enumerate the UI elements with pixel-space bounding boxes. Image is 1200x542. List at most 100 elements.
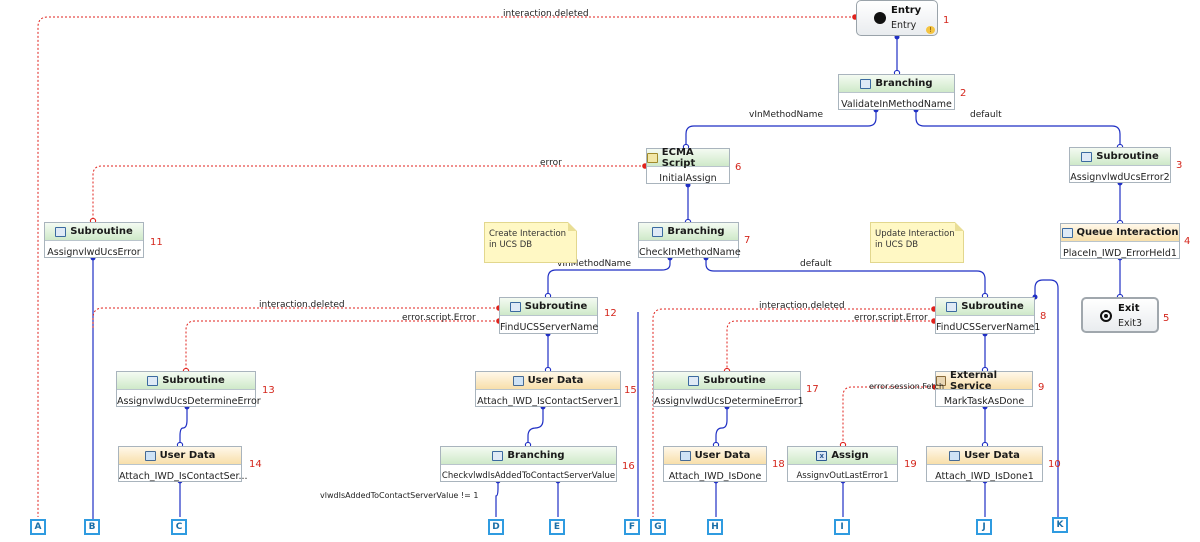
node-name: MarkTaskAsDone [943, 396, 1025, 407]
node-name: FindUCSServerName1 [936, 322, 1041, 333]
ecma-script-icon [647, 152, 658, 163]
node-type: User Data [527, 375, 584, 386]
node-type: Assign [831, 450, 869, 461]
node-attach-iwd-is-contact-ser[interactable]: User Data Attach_IWD_IsContactSer... [118, 446, 248, 482]
entry-dot-icon [874, 12, 886, 24]
node-type: Subroutine [961, 301, 1024, 312]
node-number: 15 [624, 385, 637, 396]
node-name: AssignvlwdUcsError [47, 247, 141, 258]
subroutine-icon [688, 375, 700, 386]
edge-checkin-find [547, 258, 671, 296]
edge-contact1-checkadded [527, 407, 544, 445]
node-type: Branching [507, 450, 565, 461]
connector-h[interactable]: H [707, 519, 723, 535]
node-type: External Service [950, 369, 998, 392]
edge-validate-ecma [685, 110, 877, 147]
node-type: User Data [694, 450, 751, 461]
node-type: Subroutine [162, 375, 225, 386]
node-number: 13 [262, 385, 275, 396]
edge-label: interaction.deleted [759, 301, 845, 311]
exit-ring-icon [1100, 310, 1112, 322]
node-name: AssignvlwdUcsDetermineError [117, 396, 261, 407]
subroutine-icon [946, 301, 958, 312]
edge-label: vlwdIsAddedToContactServerValue != 1 [320, 491, 479, 500]
node-type: ECMA Script [661, 146, 696, 169]
edge-find-deleted [92, 307, 499, 330]
node-assign-ucs-determine-error[interactable]: Subroutine AssignvlwdUcsDetermineError [116, 371, 261, 407]
node-name: Attach_IWD_IsContactSer... [119, 471, 248, 482]
note-update-interaction[interactable]: Update Interaction in UCS DB [870, 222, 964, 263]
node-initial-assign[interactable]: ECMA Script InitialAssign [646, 146, 730, 184]
node-attach-iwd-is-done1[interactable]: User Data Attach_IWD_IsDone1 [926, 446, 1043, 482]
edge-label: error [540, 158, 562, 168]
assign-icon: x [816, 450, 828, 461]
node-number: 6 [735, 162, 742, 173]
edge-label: interaction.deleted [259, 300, 345, 310]
exit-node[interactable]: Exit Exit3 [1081, 297, 1159, 333]
node-number: 1 [943, 15, 950, 26]
warning-icon: ! [926, 26, 935, 34]
edge-find1-k [1034, 279, 1059, 517]
node-number: 7 [744, 235, 751, 246]
connector-j[interactable]: J [976, 519, 992, 535]
node-number: 3 [1176, 160, 1183, 171]
edge-label: default [970, 110, 1002, 120]
edge-label: interaction.deleted [503, 9, 589, 19]
connector-k[interactable]: K [1052, 517, 1068, 533]
subroutine-icon [147, 375, 159, 386]
connector-i[interactable]: I [834, 519, 850, 535]
subroutine-icon [55, 226, 67, 237]
node-type: Subroutine [524, 301, 588, 312]
node-type: User Data [964, 450, 1020, 461]
node-assign-ucs-error[interactable]: Subroutine AssignvlwdUcsError [44, 222, 144, 258]
edge-find1-deleted [652, 308, 934, 517]
node-type: Branching [875, 78, 933, 89]
node-name: Attach_IWD_IsDone1 [935, 471, 1034, 482]
node-name: Attach_IWD_IsDone [668, 471, 762, 482]
connector-c[interactable]: C [171, 519, 187, 535]
edge-validate-assign2 [915, 110, 1121, 147]
node-type: Branching [667, 226, 725, 237]
branching-icon [652, 226, 664, 237]
node-attach-iwd-is-done[interactable]: User Data Attach_IWD_IsDone [663, 446, 767, 482]
connector-e[interactable]: E [549, 519, 565, 535]
node-find-ucs-server-name[interactable]: Subroutine FindUCSServerName [499, 297, 598, 334]
branching-icon [860, 78, 872, 89]
node-check-added-to-contact-server[interactable]: Branching CheckvlwdIsAddedToContactServe… [440, 446, 617, 482]
node-assign-ucs-error2[interactable]: Subroutine AssignvlwdUcsError2 [1069, 147, 1171, 183]
entry-node[interactable]: Entry Entry ! [856, 0, 938, 36]
node-find-ucs-server-name1[interactable]: Subroutine FindUCSServerName1 [935, 297, 1041, 334]
connector-b[interactable]: B [84, 519, 100, 535]
node-type: Queue Interaction [1076, 227, 1179, 238]
node-number: 14 [249, 459, 262, 470]
subroutine-icon [1081, 151, 1093, 162]
node-attach-iwd-is-contact-server1[interactable]: User Data Attach_IWD_IsContactServer1 [475, 371, 621, 407]
node-name: InitialAssign [659, 173, 717, 184]
note-create-interaction[interactable]: Create Interaction in UCS DB [484, 222, 577, 263]
edge-label: error.script.Error [854, 313, 928, 323]
edge-ecma-error [92, 165, 645, 221]
connector-f[interactable]: F [624, 519, 640, 535]
connector-d[interactable]: D [488, 519, 504, 535]
edge-label: error.script.Error [402, 313, 476, 323]
user-data-icon [679, 450, 691, 461]
node-assign-ucs-determine-error1[interactable]: Subroutine AssignvlwdUcsDetermineError1 [653, 371, 804, 407]
connector-a[interactable]: A [30, 519, 46, 535]
node-mark-task-as-done[interactable]: External Service MarkTaskAsDone [935, 369, 1033, 407]
node-name: AssignvlwdUcsDetermineError1 [654, 396, 804, 407]
queue-interaction-icon [1061, 227, 1073, 238]
exit-name: Exit3 [1118, 318, 1143, 329]
node-name: CheckvlwdIsAddedToContactServerValue [441, 471, 616, 481]
external-service-icon [936, 375, 947, 386]
node-number: 12 [604, 308, 617, 319]
node-place-in-iwd-error-held1[interactable]: Queue Interaction PlaceIn_IWD_ErrorHeld1 [1060, 223, 1180, 259]
edge-entry-deleted [37, 16, 855, 517]
edge-det-contact [179, 407, 188, 445]
node-check-in-method-name[interactable]: Branching CheckInMethodName [638, 222, 741, 258]
node-type: Subroutine [703, 375, 766, 386]
node-name: ValidateInMethodName [841, 99, 952, 110]
node-validate-in-method-name[interactable]: Branching ValidateInMethodName [838, 74, 955, 110]
edge-find-scripterror [185, 320, 499, 371]
connector-g[interactable]: G [650, 519, 666, 535]
